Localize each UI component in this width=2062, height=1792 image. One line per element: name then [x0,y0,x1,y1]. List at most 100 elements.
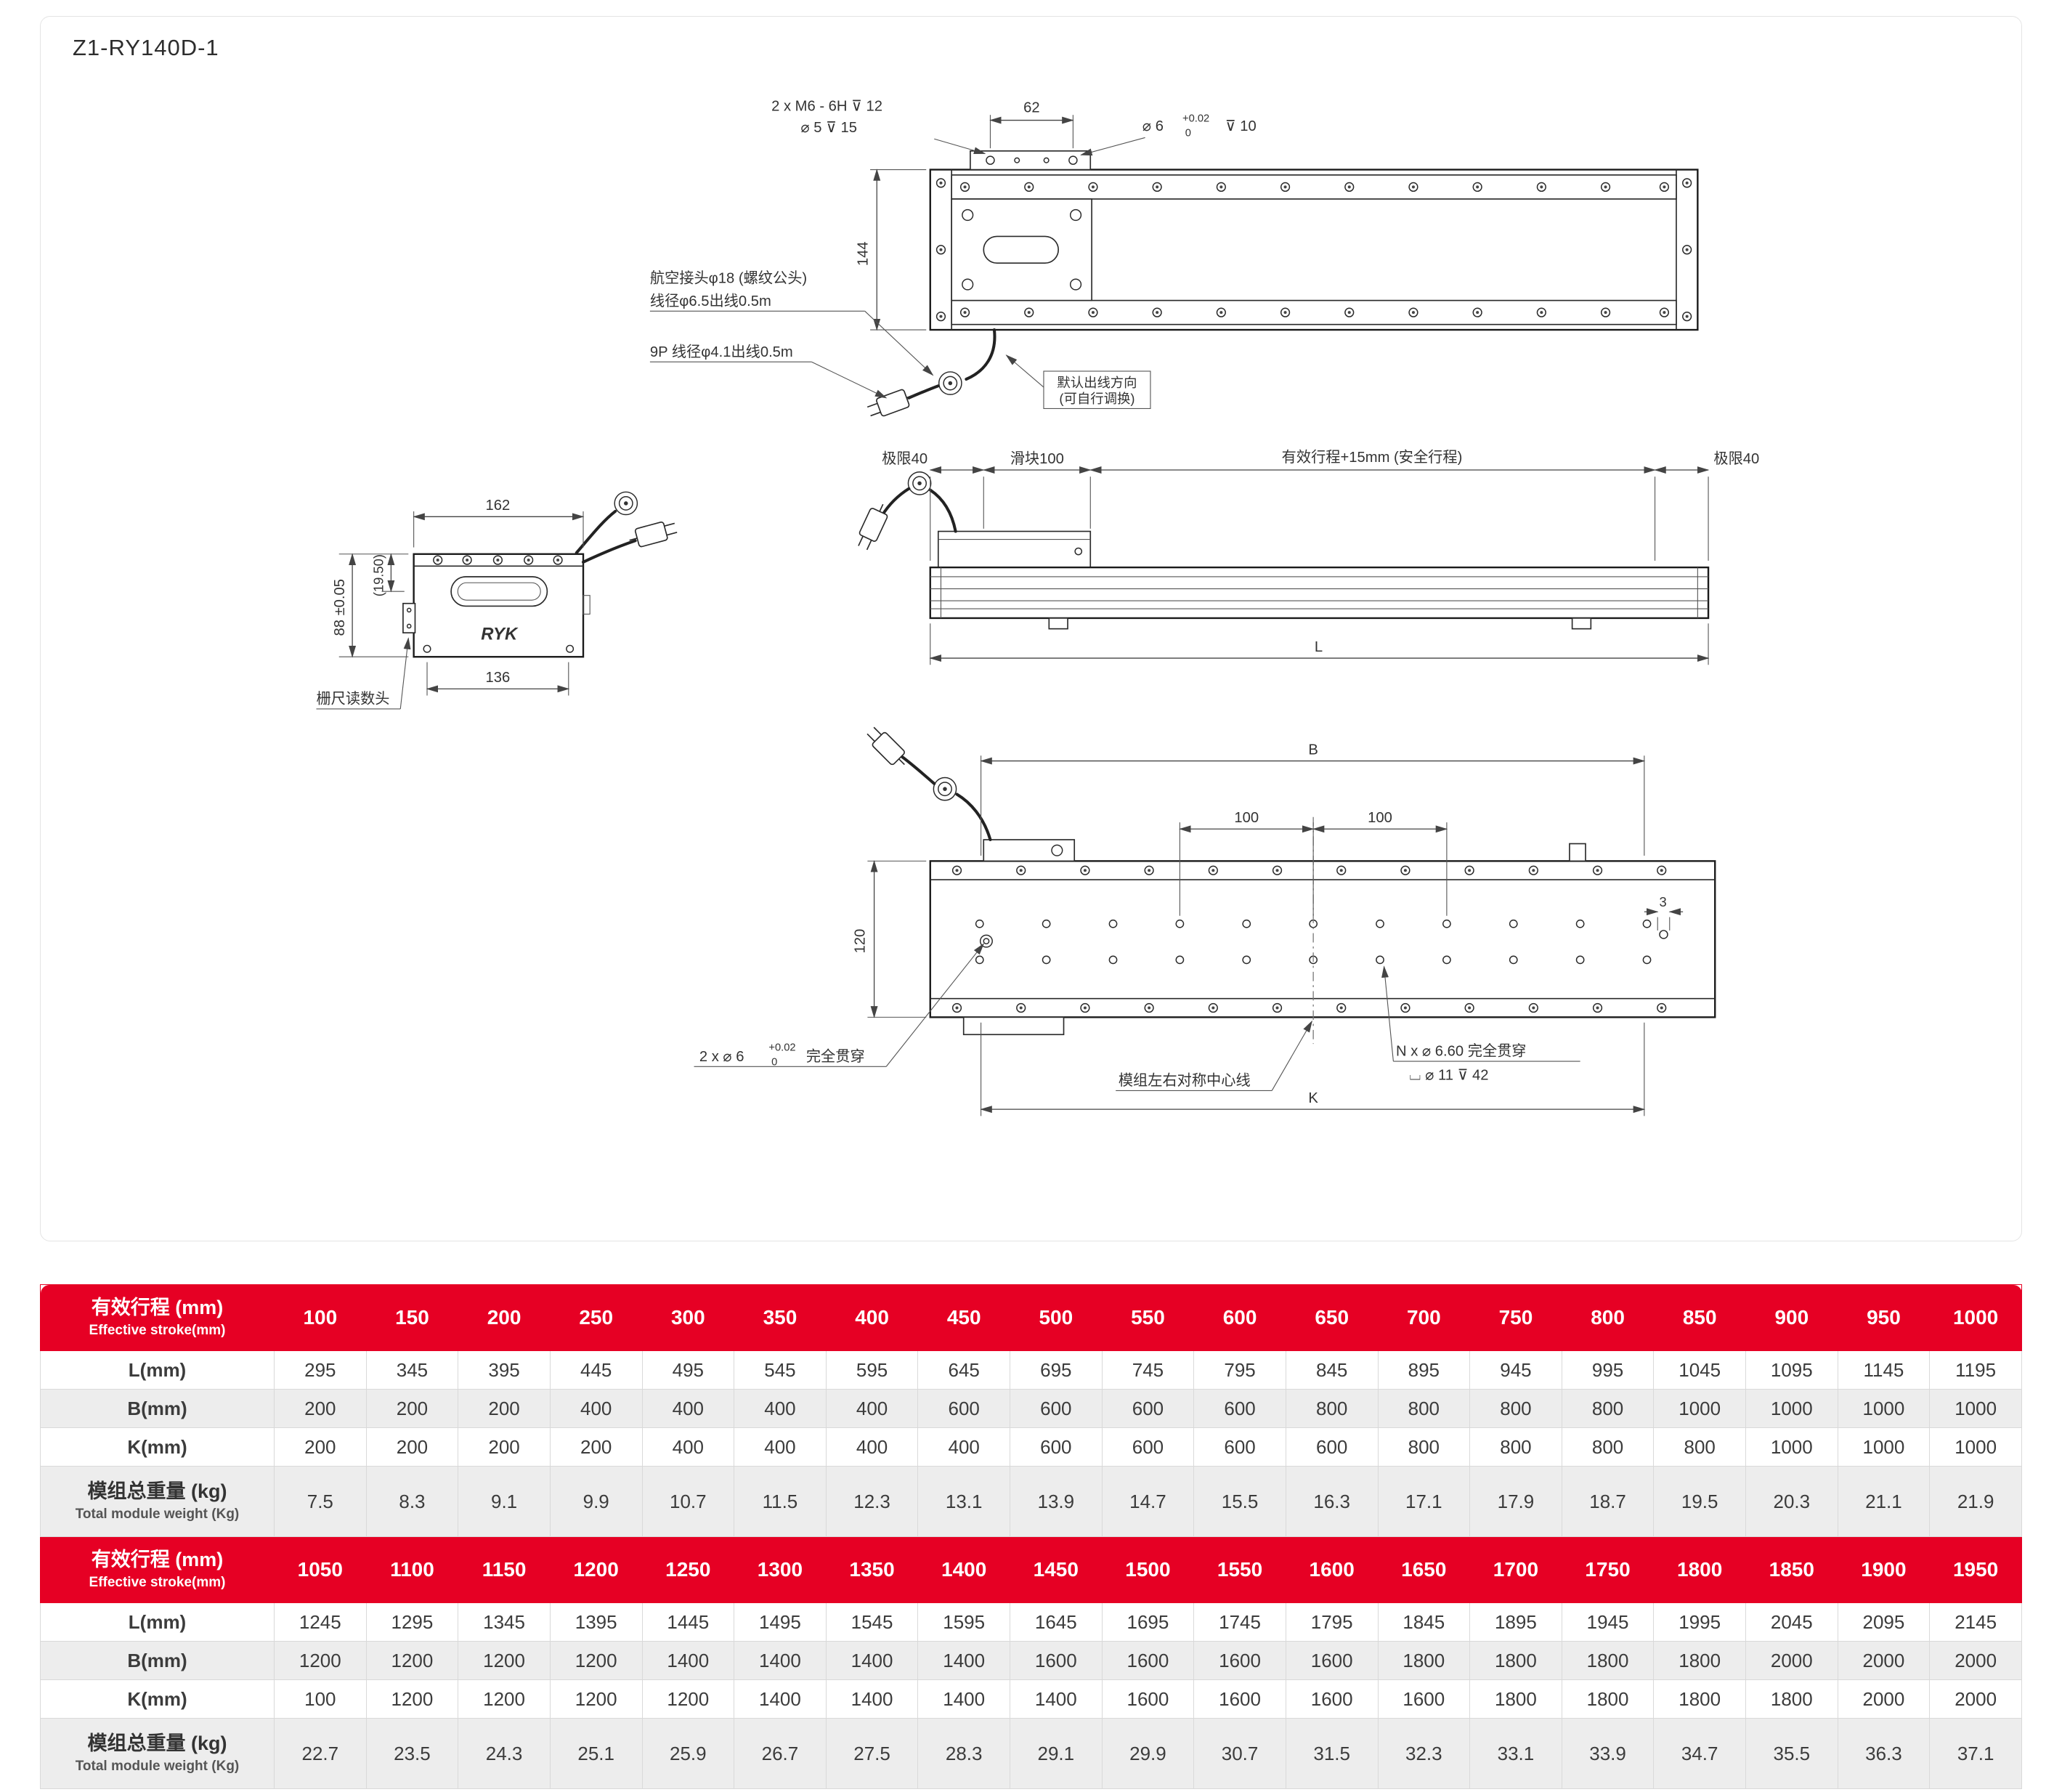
value-cell: 600 [1010,1389,1103,1428]
value-cell: 1200 [458,1679,551,1719]
value-cell: 1650 [1377,1536,1471,1603]
value-cell: 1100 [365,1536,459,1603]
dim-120-label: 120 [853,929,869,954]
value-cell: 1800 [1653,1641,1746,1680]
value-cell: 800 [1561,1284,1655,1351]
hole-tol-bottom: 0 [771,1057,777,1069]
value-cell: 1500 [1101,1536,1195,1603]
value-cell: 1950 [1929,1536,2022,1603]
value-cell: 27.5 [825,1718,919,1789]
value-cell: 2000 [1929,1641,2022,1680]
value-cell: 400 [734,1427,827,1467]
value-cell: 25.1 [549,1718,643,1789]
value-cell: 600 [1101,1427,1195,1467]
value-cell: 800 [1377,1389,1471,1428]
value-cell: 1000 [1745,1427,1838,1467]
drawing-frame [40,16,2022,1241]
value-cell: 1850 [1745,1536,1838,1603]
value-cell: 36.3 [1837,1718,1931,1789]
row-label: K(mm) [40,1679,275,1719]
pin-dia-label: ⌀ 6 [1142,118,1164,134]
dim-100-left-label: 100 [1234,810,1259,826]
value-cell: 200 [274,1427,367,1467]
value-cell: 495 [641,1350,735,1390]
n-hole-note: N x ⌀ 6.60 完全贯穿 [1396,1043,1526,1060]
value-cell: 33.1 [1469,1718,1562,1789]
value-cell: 1245 [274,1602,367,1642]
value-cell: 345 [365,1350,459,1390]
value-cell: 15.5 [1193,1466,1286,1537]
row-label: B(mm) [40,1641,275,1680]
value-cell: 850 [1653,1284,1746,1351]
value-cell: 400 [549,1389,643,1428]
dim-L-label: L [1315,639,1323,655]
value-cell: 800 [1285,1389,1379,1428]
value-cell: 12.3 [825,1466,919,1537]
value-cell: 1350 [825,1536,919,1603]
dim-B-label: B [1308,742,1318,758]
value-cell: 600 [1101,1389,1195,1428]
value-cell: 745 [1101,1350,1195,1390]
pilot-note: ⌀ 5 ⊽ 15 [801,120,858,136]
value-cell: 295 [274,1350,367,1390]
value-cell: 150 [365,1284,459,1351]
value-cell: 25.9 [641,1718,735,1789]
value-cell: 600 [1010,1427,1103,1467]
slider-label: 滑块100 [1010,450,1064,467]
dim-162-label: 162 [486,498,511,514]
value-cell: 1400 [917,1536,1010,1603]
value-cell: 1800 [1653,1536,1746,1603]
dim-136-label: 136 [486,670,511,686]
value-cell: 1450 [1010,1536,1103,1603]
value-cell: 34.7 [1653,1718,1746,1789]
value-cell: 24.3 [458,1718,551,1789]
row-label: L(mm) [40,1602,275,1642]
value-cell: 1400 [734,1641,827,1680]
value-cell: 1600 [1193,1679,1286,1719]
value-cell: 2145 [1929,1602,2022,1642]
value-cell: 1045 [1653,1350,1746,1390]
outlet-note-2: (可自行调换) [1059,391,1134,406]
value-cell: 200 [274,1389,367,1428]
reader-note: 栅尺读数头 [316,691,389,708]
value-cell: 17.1 [1377,1466,1471,1537]
end-view-drawing: RYK 162 88 ±0.05 (19.50) 136 栅尺读数头 [316,491,679,710]
value-cell: 1000 [1929,1389,2022,1428]
value-cell: 200 [549,1427,643,1467]
value-cell: 22.7 [274,1718,367,1789]
value-cell: 1800 [1469,1679,1562,1719]
value-cell: 800 [1653,1427,1746,1467]
value-cell: 100 [274,1284,367,1351]
value-cell: 100 [274,1679,367,1719]
value-cell: 2000 [1837,1679,1931,1719]
value-cell: 33.9 [1561,1718,1655,1789]
value-cell: 650 [1285,1284,1379,1351]
value-cell: 8.3 [365,1466,459,1537]
value-cell: 300 [641,1284,735,1351]
row-label: 模组总重量 (kg)Total module weight (Kg) [40,1718,275,1789]
hole-note-suffix: 完全贯穿 [806,1048,865,1065]
power-plug-icon [863,723,912,772]
value-cell: 29.1 [1010,1718,1103,1789]
value-cell: 1345 [458,1602,551,1642]
value-cell: 1600 [1285,1641,1379,1680]
value-cell: 1295 [365,1602,459,1642]
value-cell: 1050 [274,1536,367,1603]
thread-note: 2 x M6 - 6H ⊽ 12 [771,99,882,115]
value-cell: 23.5 [365,1718,459,1789]
limit-right-label: 极限40 [1713,450,1759,467]
value-cell: 350 [734,1284,827,1351]
stroke-note-label: 有效行程+15mm (安全行程) [1282,449,1463,466]
value-cell: 1400 [734,1679,827,1719]
value-cell: 550 [1101,1284,1195,1351]
value-cell: 395 [458,1350,551,1390]
value-cell: 17.9 [1469,1466,1562,1537]
value-cell: 1800 [1469,1641,1562,1680]
value-cell: 795 [1193,1350,1286,1390]
